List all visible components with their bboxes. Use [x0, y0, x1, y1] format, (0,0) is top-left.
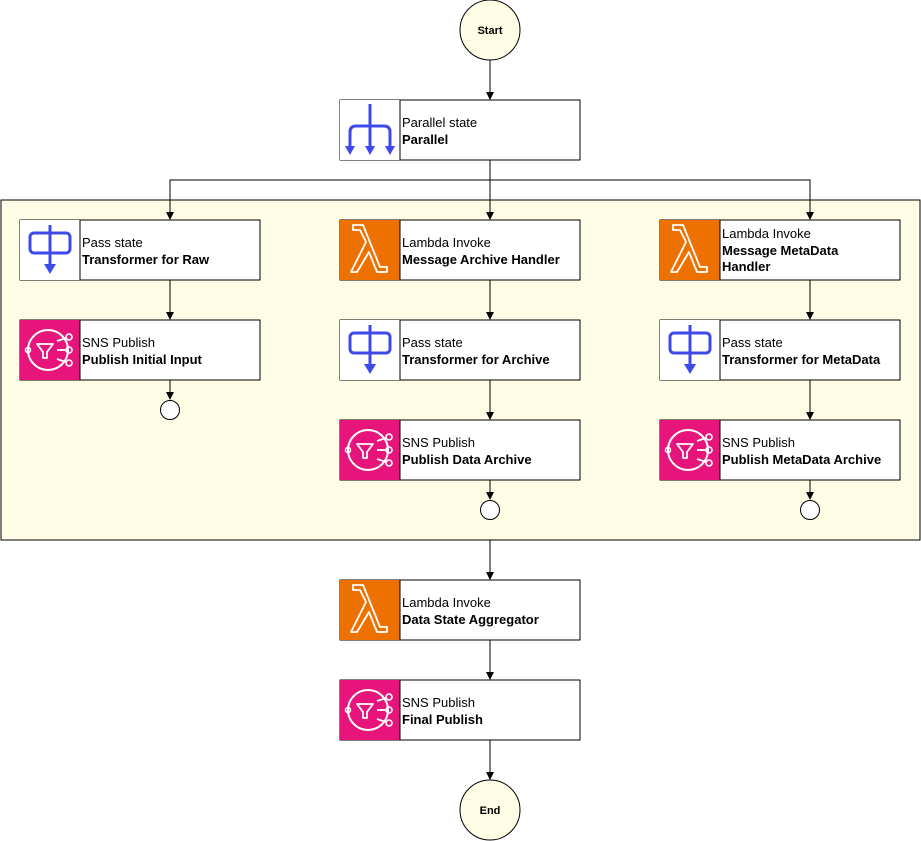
state-type-label: Pass state	[722, 335, 783, 350]
state-transformer-for-raw[interactable]: Pass state Transformer for Raw	[18, 218, 261, 282]
connectors	[166, 60, 814, 780]
state-name-label: Transformer for Raw	[82, 252, 210, 267]
parallel-state-icon	[338, 98, 402, 162]
state-type-label: Pass state	[82, 235, 143, 250]
state-publish-initial-input[interactable]: SNS Publish Publish Initial Input	[19, 319, 261, 381]
state-type-label: SNS Publish	[82, 335, 155, 350]
sns-icon	[339, 679, 401, 741]
branch-end-circle	[800, 500, 820, 520]
state-name-label: Transformer for MetaData	[722, 352, 881, 367]
lambda-icon	[339, 579, 401, 641]
sns-icon	[339, 419, 401, 481]
state-type-label: SNS Publish	[402, 695, 475, 710]
lambda-icon	[659, 219, 721, 281]
state-name-label: Message Archive Handler	[402, 252, 560, 267]
state-name-label: Publish Initial Input	[82, 352, 203, 367]
state-name-label: Parallel	[402, 132, 448, 147]
state-name-label: Data State Aggregator	[402, 612, 539, 627]
pass-state-icon	[18, 218, 82, 282]
state-name-label: Transformer for Archive	[402, 352, 550, 367]
state-type-label: Lambda Invoke	[402, 595, 491, 610]
state-publish-metadata-archive[interactable]: SNS Publish Publish MetaData Archive	[659, 419, 901, 481]
pass-state-icon	[338, 318, 402, 382]
state-type-label: SNS Publish	[722, 435, 795, 450]
end-label: End	[480, 805, 501, 817]
state-name-label-continued: Handler	[722, 259, 770, 274]
arrow-parallel-to-raw	[166, 160, 491, 220]
start-node[interactable]: Start	[459, 0, 521, 61]
end-node[interactable]: End	[459, 779, 521, 841]
sns-icon	[19, 319, 81, 381]
branch-end-circle	[160, 400, 180, 420]
state-data-state-aggregator[interactable]: Lambda Invoke Data State Aggregator	[339, 579, 581, 641]
arrow-parallel-to-metadata	[490, 179, 814, 220]
state-name-label: Final Publish	[402, 712, 483, 727]
state-type-label: Lambda Invoke	[402, 235, 491, 250]
state-type-label: Pass state	[402, 335, 463, 350]
state-final-publish[interactable]: SNS Publish Final Publish	[339, 679, 581, 741]
branch-end-circle	[480, 500, 500, 520]
pass-state-icon	[658, 318, 722, 382]
state-parallel[interactable]: Parallel state Parallel	[338, 98, 581, 162]
state-type-label: SNS Publish	[402, 435, 475, 450]
state-name-label: Message MetaData	[722, 243, 839, 258]
state-message-metadata-handler[interactable]: Lambda Invoke Message MetaData Handler	[659, 219, 901, 281]
state-message-archive-handler[interactable]: Lambda Invoke Message Archive Handler	[339, 219, 581, 281]
state-transformer-for-metadata[interactable]: Pass state Transformer for MetaData	[658, 318, 901, 382]
state-transformer-for-archive[interactable]: Pass state Transformer for Archive	[338, 318, 581, 382]
state-type-label: Lambda Invoke	[722, 226, 811, 241]
state-publish-data-archive[interactable]: SNS Publish Publish Data Archive	[339, 419, 581, 481]
state-type-label: Parallel state	[402, 115, 477, 130]
sns-icon	[659, 419, 721, 481]
state-name-label: Publish MetaData Archive	[722, 452, 881, 467]
state-name-label: Publish Data Archive	[402, 452, 532, 467]
start-label: Start	[477, 25, 502, 37]
lambda-icon	[339, 219, 401, 281]
